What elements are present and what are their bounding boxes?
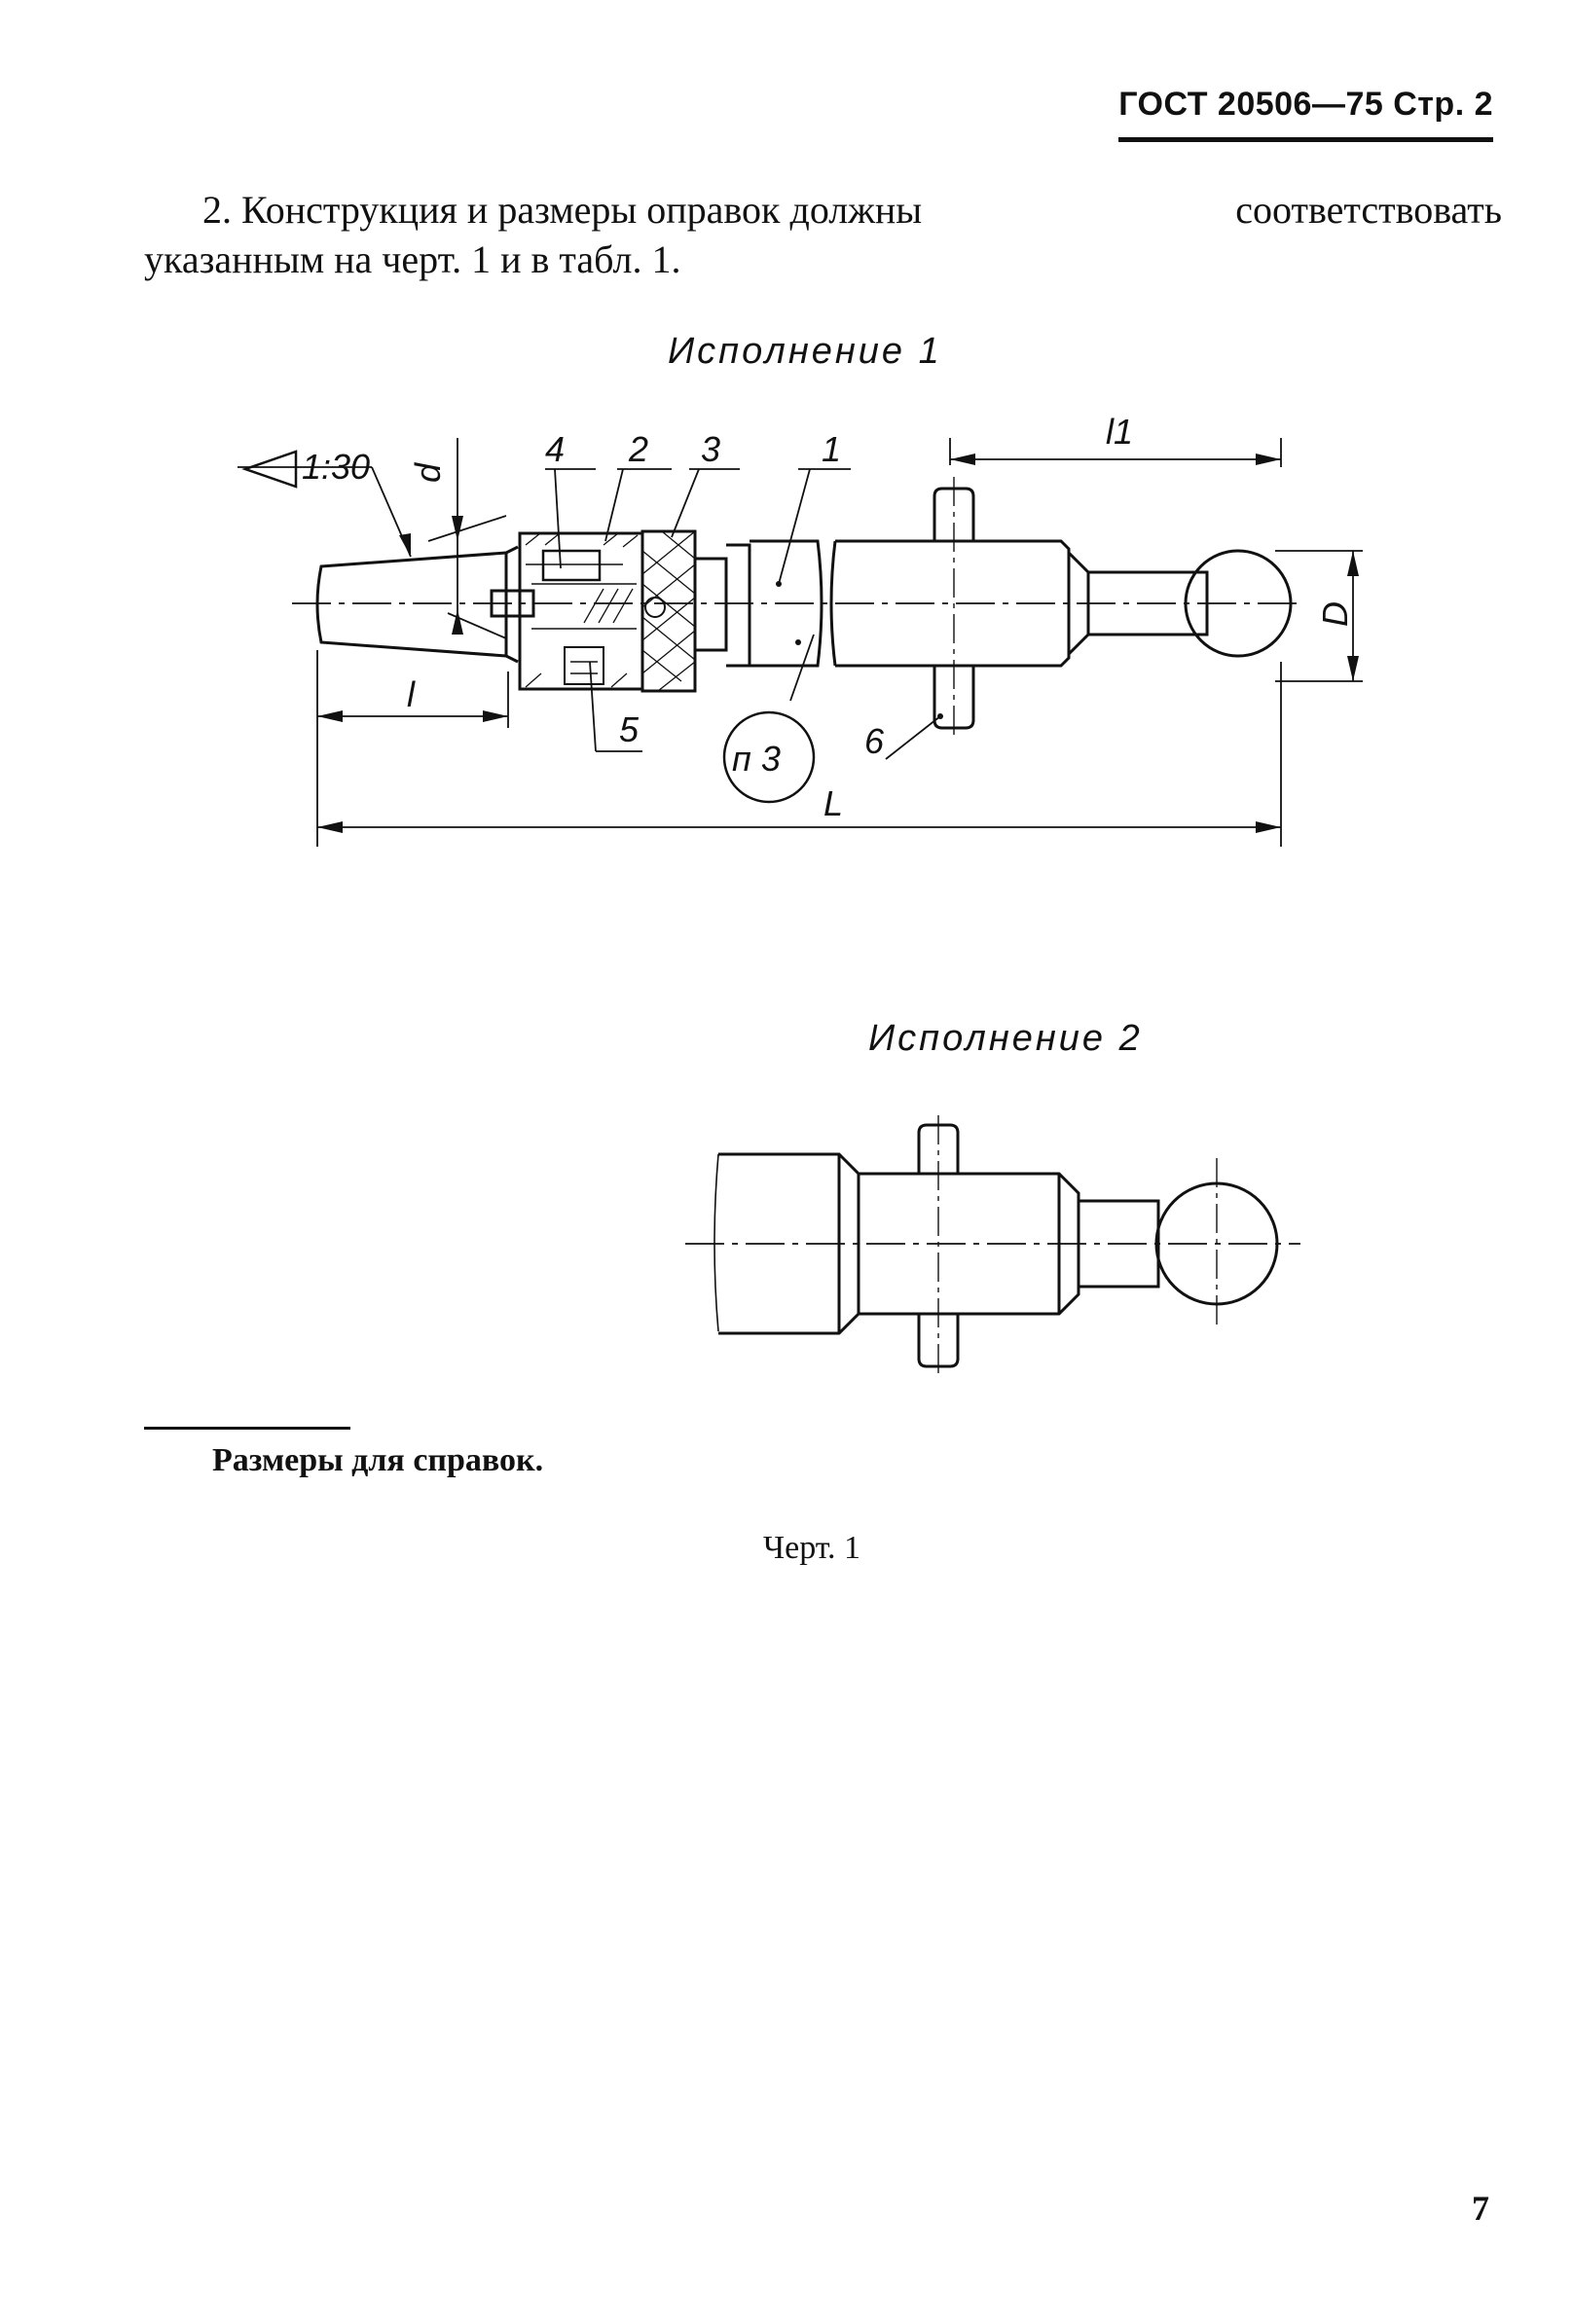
dim-label-D: D	[1315, 601, 1355, 627]
view-label-n3: п 3	[732, 739, 781, 779]
page-number: 7	[1472, 2189, 1489, 2228]
dim-label-d: d	[408, 462, 448, 483]
paragraph-line-1: 2. Конструкция и размеры оправок должны …	[144, 185, 1502, 235]
drawing-caption: Черт. 1	[763, 1530, 861, 1566]
dim-label-l: l	[407, 674, 416, 714]
section-paragraph: 2. Конструкция и размеры оправок должны …	[144, 185, 1502, 284]
dim-label-l1: l1	[1106, 412, 1133, 452]
footnote-rule	[144, 1427, 350, 1430]
drawing-variant-1-labels: 1:30 d 4 2 3 1 l1 D l 5 п 3 6 L	[302, 412, 1355, 823]
figure-caption-variant-2: Исполнение 2	[868, 1018, 1143, 1059]
part-label-5: 5	[619, 709, 640, 749]
paragraph-line-1-end: соответствовать	[1235, 188, 1502, 232]
footnote: Размеры для справок.	[212, 1442, 544, 1478]
dim-label-L: L	[823, 783, 843, 823]
paragraph-line-2: указанным на черт. 1 и в табл. 1.	[144, 237, 681, 282]
part-label-4: 4	[545, 429, 565, 469]
drawing-variant-1	[238, 438, 1363, 847]
part-label-1: 1	[822, 429, 841, 469]
part-label-3: 3	[701, 429, 720, 469]
drawing-variant-2	[685, 1115, 1300, 1378]
part-label-6: 6	[864, 721, 885, 761]
figure-caption-variant-1: Исполнение 1	[668, 331, 942, 372]
paragraph-line-1-start: 2. Конструкция и размеры оправок должны	[202, 188, 923, 232]
page-header: ГОСТ 20506—75 Стр. 2	[1118, 86, 1493, 142]
taper-label: 1:30	[302, 447, 370, 487]
part-label-2: 2	[628, 429, 648, 469]
